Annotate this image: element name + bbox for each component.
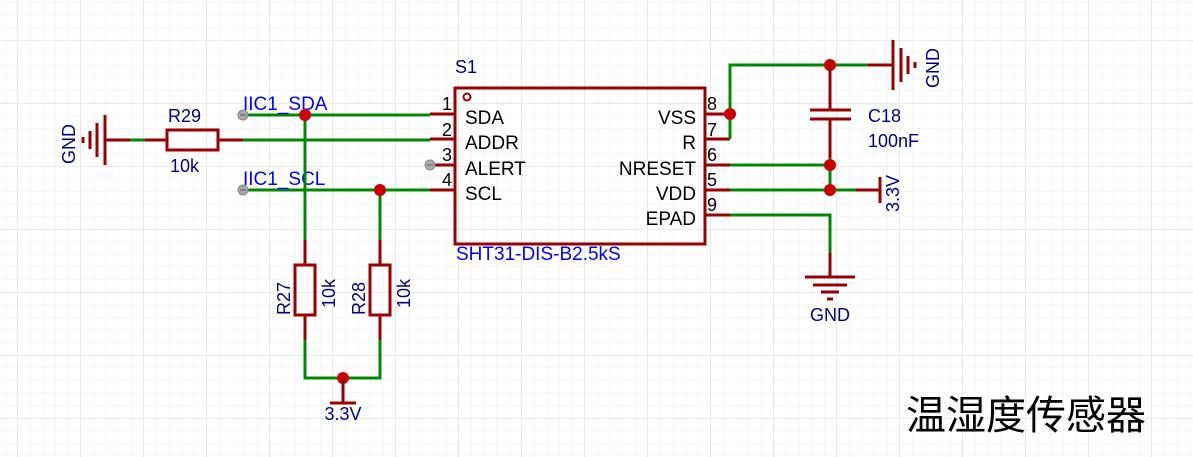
pin-name: NRESET [619, 159, 696, 180]
pin-number: 2 [442, 120, 452, 140]
capacitor-c18[interactable]: C18 100nF [810, 65, 919, 158]
resistor-r29[interactable]: R29 10k [105, 106, 243, 176]
resistor-r27[interactable]: R27 10k [274, 240, 339, 340]
epad-wire [730, 213, 832, 253]
c18-value: 100nF [868, 131, 919, 151]
gnd-symbol-bottom[interactable]: GND [805, 253, 855, 325]
gnd-label: GND [923, 48, 943, 88]
schematic-title: 温湿度传感器 [906, 393, 1146, 439]
pin-number: 6 [707, 145, 717, 165]
net-label-sda: IIC1_SDA [243, 94, 328, 115]
r27-value: 10k [319, 278, 339, 308]
pin-name: ALERT [465, 159, 526, 180]
pin-number: 8 [707, 94, 717, 114]
ic-s1[interactable]: S1 SHT31-DIS-B2.5kS 1 2 3 4 SDA ADDR ALE… [430, 57, 730, 265]
resistor-r28[interactable]: R28 10k [349, 240, 414, 340]
pin-number: 3 [442, 145, 452, 165]
ic-designator: S1 [455, 57, 477, 77]
pin-name: VDD [656, 184, 696, 205]
junction-dot [824, 159, 836, 171]
pin-name: SDA [465, 108, 504, 129]
pin-name: SCL [465, 184, 502, 205]
pin-name: ADDR [465, 133, 519, 154]
pin-name: EPAD [646, 209, 696, 230]
gnd-symbol-top-right[interactable]: GND [868, 40, 943, 90]
pin-name: R [682, 133, 696, 154]
vcc-symbol-bottom[interactable]: 3.3V [324, 378, 362, 424]
pin-number: 1 [442, 94, 452, 114]
gnd-label: GND [810, 305, 850, 325]
r27-designator: R27 [274, 282, 294, 315]
ic-part-number: SHT31-DIS-B2.5kS [456, 244, 621, 265]
vcc-symbol-right[interactable]: 3.3V [856, 175, 903, 212]
vcc-label: 3.3V [324, 404, 361, 424]
pin-number: 5 [707, 170, 717, 190]
pin-number: 7 [707, 120, 717, 140]
r29-value: 10k [170, 156, 200, 176]
junction-dot [824, 184, 836, 196]
pin-name: VSS [658, 108, 696, 129]
pin-number: 9 [707, 195, 717, 215]
vcc-label: 3.3V [883, 175, 903, 212]
r28-designator: R28 [349, 282, 369, 315]
gnd-label: GND [59, 124, 79, 164]
junction-dot [374, 184, 386, 196]
gnd-symbol-left[interactable]: GND [59, 115, 107, 165]
c18-designator: C18 [868, 106, 901, 126]
pin-number: 4 [442, 170, 452, 190]
pin1-marker-icon [462, 92, 472, 102]
junction-dot [724, 108, 736, 120]
junction-dot [299, 109, 311, 121]
r28-value: 10k [394, 278, 414, 308]
r29-designator: R29 [168, 106, 201, 126]
net-label-scl: IIC1_SCL [243, 169, 325, 190]
